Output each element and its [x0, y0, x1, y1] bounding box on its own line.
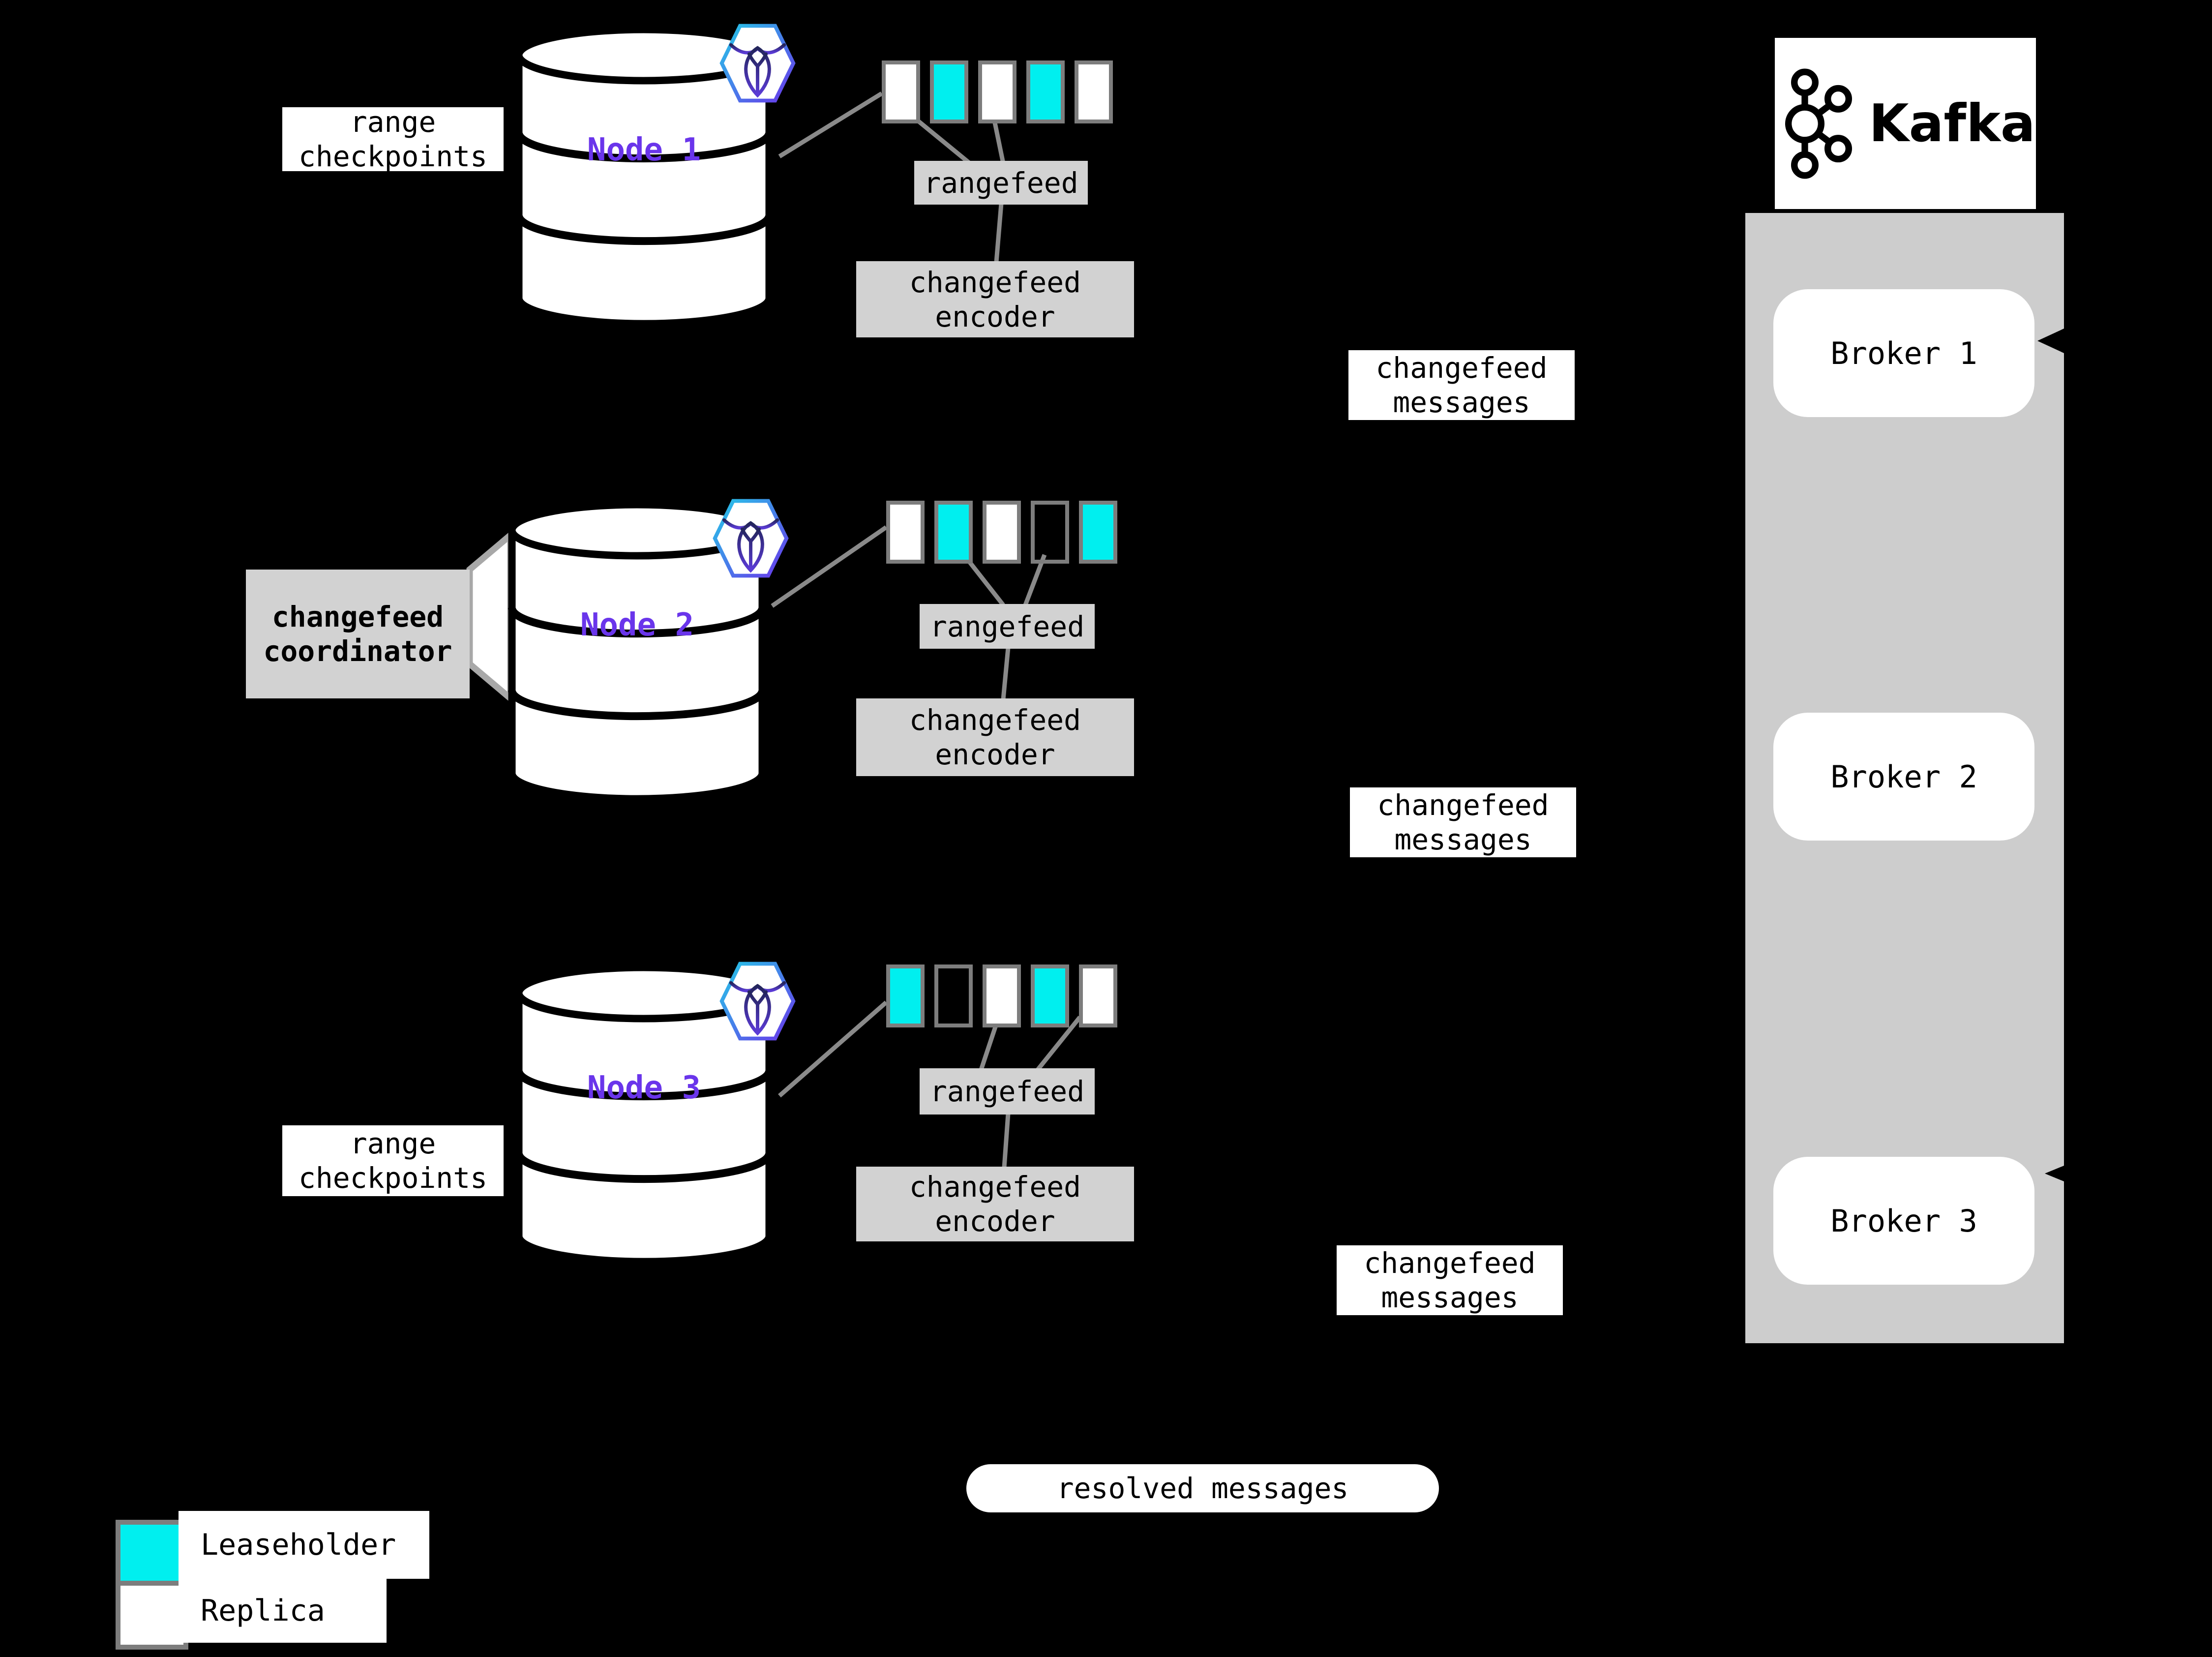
- range-checkpoints-line1: range: [350, 107, 436, 139]
- broker-3-label: Broker 3: [1830, 1203, 1977, 1239]
- resolved-messages-pill: resolved messages: [966, 1464, 1439, 1512]
- kafka-icon: [1785, 68, 1853, 179]
- rangefeed-label: rangefeed: [929, 609, 1085, 643]
- legend-replica-swatch: [116, 1581, 188, 1650]
- kafka-broker-1: Broker 1: [1773, 289, 2034, 417]
- node1-range-4: [1026, 60, 1065, 123]
- node3-changefeed-messages-label: changefeed messages: [1337, 1245, 1563, 1315]
- broker-1-label: Broker 1: [1830, 335, 1977, 371]
- legend-leaseholder-label: Leaseholder: [201, 1528, 396, 1562]
- broker1-arrowhead-icon: [2037, 329, 2064, 353]
- rangefeed-label: rangefeed: [924, 166, 1078, 200]
- rangefeed-label: rangefeed: [929, 1075, 1085, 1108]
- node1-range-3: [978, 60, 1016, 123]
- node2-changefeed-encoder-box: changefeed encoder: [856, 698, 1134, 776]
- node3-range-1: [886, 964, 925, 1027]
- node1-cylinder-to-range-line: [778, 91, 883, 158]
- range-checkpoints-line2: checkpoints: [298, 1161, 488, 1195]
- resolved-messages-label: resolved messages: [1056, 1472, 1349, 1505]
- legend-replica-label-box: Replica: [179, 1579, 387, 1643]
- range-checkpoints-line1: range: [350, 1127, 436, 1160]
- coordinator-line2: coordinator: [263, 634, 452, 668]
- node3-range-4: [1031, 964, 1069, 1027]
- broker-2-label: Broker 2: [1830, 758, 1977, 795]
- encoder-line2: encoder: [935, 1205, 1055, 1238]
- messages-line1: changefeed: [1377, 788, 1549, 822]
- node3-rangefeed-box: rangefeed: [920, 1068, 1095, 1115]
- node1-range-5: [1075, 60, 1113, 123]
- node3-range-5: [1079, 964, 1117, 1027]
- node3-range-3: [983, 964, 1021, 1027]
- range-checkpoints-label-top: range checkpoints: [282, 107, 504, 171]
- kafka-wordmark: Kafka: [1869, 93, 2035, 153]
- legend-leaseholder-label-box: Leaseholder: [179, 1511, 429, 1579]
- node2-range-2: [934, 501, 973, 564]
- changefeed-coordinator-box: changefeed coordinator: [246, 570, 470, 698]
- range-checkpoints-line2: checkpoints: [298, 140, 488, 171]
- broker3-arrowhead-icon: [2045, 1166, 2064, 1181]
- messages-line2: messages: [1393, 386, 1530, 419]
- messages-line1: changefeed: [1364, 1246, 1536, 1280]
- node2-rangefeed-to-encoder-line: [1001, 647, 1011, 700]
- coordinator-line1: changefeed: [271, 600, 444, 633]
- node2-label: Node 2: [580, 607, 694, 643]
- node1-rangefeed-box: rangefeed: [914, 161, 1088, 205]
- node2-range-4: [1031, 501, 1069, 564]
- range-checkpoints-label-bottom: range checkpoints: [282, 1125, 504, 1196]
- node1-changefeed-messages-label: changefeed messages: [1348, 350, 1575, 420]
- node2-cylinder-to-range-line: [771, 525, 888, 608]
- node2-database-cylinder: [508, 501, 766, 803]
- kafka-logo-box: Kafka: [1775, 38, 2036, 209]
- node2-range-3: [983, 501, 1021, 564]
- messages-line1: changefeed: [1375, 351, 1548, 385]
- legend-replica-label: Replica: [201, 1594, 325, 1628]
- node2-changefeed-messages-label: changefeed messages: [1350, 787, 1576, 857]
- node1-range-1: [882, 60, 920, 123]
- node3-range-2: [934, 964, 973, 1027]
- node1-label: Node 1: [587, 132, 701, 168]
- node1-database-cylinder: [515, 26, 773, 328]
- node2-range-5: [1079, 501, 1117, 564]
- node1-rangefeed-to-encoder-line: [994, 203, 1004, 263]
- coordinator-flag-shape: [466, 528, 514, 705]
- node2-range-1: [886, 501, 925, 564]
- encoder-line2: encoder: [935, 738, 1055, 771]
- node1-range-2: [930, 60, 968, 123]
- messages-line2: messages: [1381, 1281, 1519, 1314]
- node3-cylinder-to-range-line: [778, 1000, 888, 1098]
- encoder-line1: changefeed: [909, 703, 1081, 737]
- node2-cockroachdb-badge-icon: [713, 499, 789, 578]
- node3-database-cylinder: [515, 964, 773, 1265]
- node2-rangefeed-box: rangefeed: [920, 604, 1095, 649]
- kafka-broker-3: Broker 3: [1773, 1157, 2034, 1285]
- node1-changefeed-encoder-box: changefeed encoder: [856, 261, 1134, 337]
- encoder-line2: encoder: [935, 300, 1055, 333]
- node3-rangefeed-to-encoder-line: [1002, 1113, 1011, 1168]
- node3-label: Node 3: [587, 1070, 701, 1106]
- legend-leaseholder-swatch: [116, 1520, 188, 1591]
- kafka-broker-2: Broker 2: [1773, 713, 2034, 841]
- encoder-line1: changefeed: [909, 1170, 1081, 1204]
- node1-cockroachdb-badge-icon: [719, 24, 796, 103]
- kafka-band: Broker 1 Broker 2 Broker 3: [1745, 213, 2064, 1343]
- messages-line2: messages: [1394, 823, 1532, 856]
- node3-changefeed-encoder-box: changefeed encoder: [856, 1167, 1134, 1241]
- encoder-line1: changefeed: [909, 265, 1081, 299]
- node3-cockroachdb-badge-icon: [719, 962, 796, 1041]
- node1-range3-to-rangefeed-line: [991, 115, 1006, 164]
- node3-range5-to-rangefeed-line: [1036, 1016, 1082, 1071]
